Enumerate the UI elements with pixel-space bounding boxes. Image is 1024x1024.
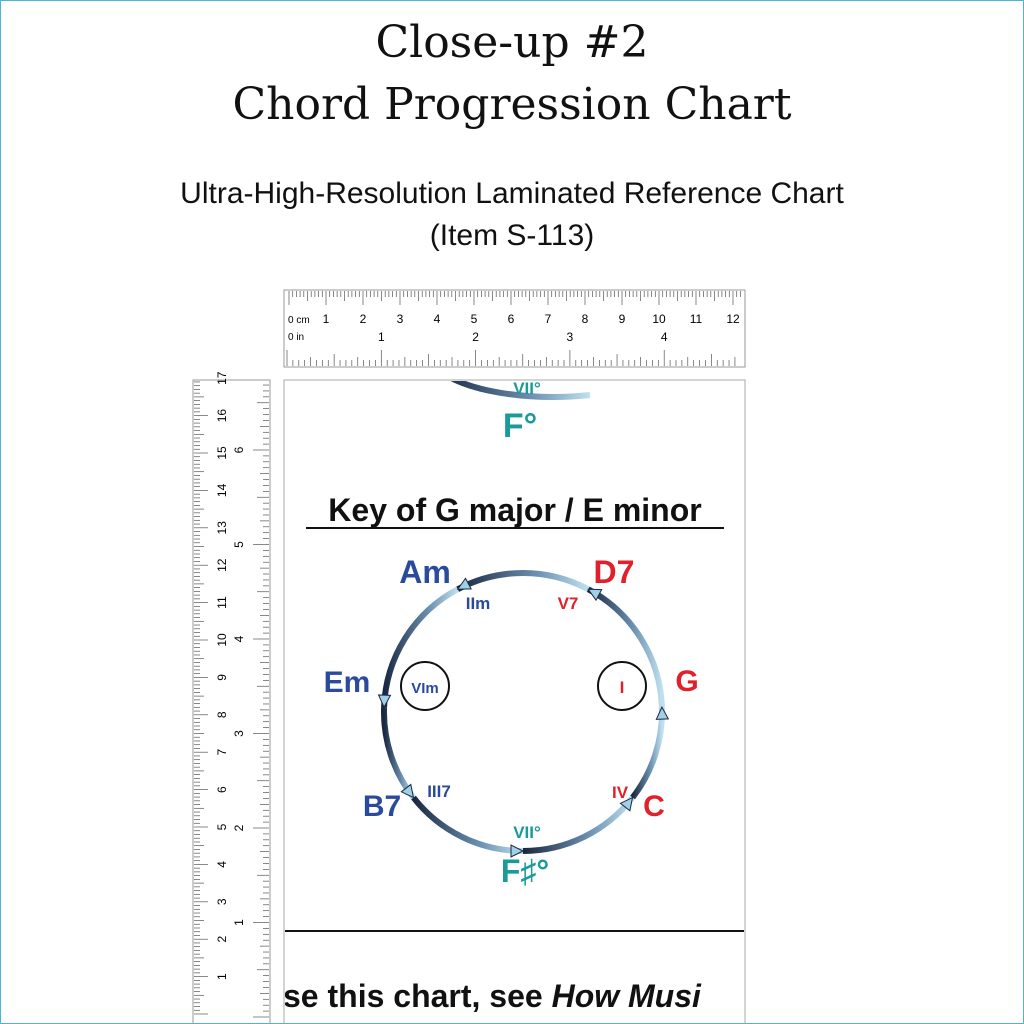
ruler-cm-number: 4 xyxy=(215,861,229,868)
roman-numeral: III7 xyxy=(427,782,451,801)
ruler-in-number: 3 xyxy=(232,730,246,737)
ruler-cm-number: 6 xyxy=(508,312,515,326)
ruler-cm-number: 14 xyxy=(215,483,229,497)
chord-name: C xyxy=(643,790,665,823)
title-line-2: Chord Progression Chart xyxy=(232,79,792,130)
chord-name: G xyxy=(675,665,698,698)
ruler-cm-number: 10 xyxy=(652,312,666,326)
prev-numeral: VII° xyxy=(513,379,541,398)
roman-numeral: IIm xyxy=(466,594,491,613)
ruler-cm-number: 3 xyxy=(215,898,229,905)
ruler-cm-label: 0 cm xyxy=(288,315,310,326)
tonic-circle xyxy=(597,661,647,711)
key-heading: Key of G major / E minor xyxy=(328,492,701,528)
subtitle-line-1: Ultra-High-Resolution Laminated Referenc… xyxy=(180,177,844,210)
ruler-cm-number: 11 xyxy=(690,312,703,326)
progression-arrow xyxy=(411,795,524,854)
ruler-cm-number: 17 xyxy=(215,371,229,385)
progression-arrow xyxy=(522,795,635,854)
chord-name: Em xyxy=(324,666,371,699)
ruler-in-number: 4 xyxy=(232,635,246,642)
ruler-in-number: 1 xyxy=(232,919,246,926)
ruler-cm-number: 9 xyxy=(619,312,626,326)
arrow-head xyxy=(510,844,525,858)
roman-numeral: VIm xyxy=(411,680,439,697)
roman-numeral: V7 xyxy=(558,594,579,613)
ruler-cm-number: 13 xyxy=(215,521,229,535)
ruler-cm-number: 12 xyxy=(215,558,229,572)
roman-numeral: IV xyxy=(612,783,629,802)
ruler-cm-number: 4 xyxy=(434,312,441,326)
ruler-in-number: 2 xyxy=(232,824,246,831)
ruler-cm-number: 3 xyxy=(397,312,404,326)
ruler-cm-number: 2 xyxy=(215,936,229,943)
chord-name: Am xyxy=(399,554,451,590)
arrow-head xyxy=(456,577,472,590)
ruler-cm-number: 7 xyxy=(215,749,229,756)
ruler-in-number: 1 xyxy=(378,330,385,344)
ruler-cm-number: 10 xyxy=(215,633,229,647)
ruler-cm-number: 16 xyxy=(215,409,229,423)
arrow-head xyxy=(377,694,392,709)
ruler-cm-number: 8 xyxy=(582,312,589,326)
ruler-cm-number: 1 xyxy=(215,973,229,980)
chord-name: F♯° xyxy=(501,853,549,889)
ruler-in-number: 4 xyxy=(661,330,668,344)
ruler-in-number: 6 xyxy=(232,446,246,453)
ruler-cm-number: 6 xyxy=(215,786,229,793)
ruler-in-number: 5 xyxy=(232,541,246,548)
ruler-cm-number: 5 xyxy=(471,312,478,326)
chord-name: D7 xyxy=(594,554,635,590)
roman-numeral: VII° xyxy=(513,823,541,842)
arrow-head xyxy=(655,706,670,720)
prev-progression-arrow xyxy=(450,381,591,400)
ruler-cm-number: 11 xyxy=(215,596,229,609)
ruler-cm-number: 1 xyxy=(323,312,330,326)
chart-sheet xyxy=(283,379,746,1024)
progression-arrow xyxy=(456,570,590,592)
chord-name: B7 xyxy=(363,790,401,823)
ruler-cm-number: 2 xyxy=(360,312,367,326)
ruler-in-label: 0 in xyxy=(288,332,304,343)
ruler-cm-number: 15 xyxy=(215,446,229,460)
arrow-head xyxy=(400,783,415,799)
subtitle-line-2: (Item S-113) xyxy=(429,219,595,252)
ruler-cm-number: 5 xyxy=(215,823,229,830)
arrow-head xyxy=(619,796,634,812)
ruler-in-number: 2 xyxy=(472,330,479,344)
relative-minor-circle xyxy=(400,661,450,711)
roman-numeral: I xyxy=(620,678,625,697)
progression-arrow xyxy=(586,586,665,708)
footer-text: se this chart, see How Musi xyxy=(283,978,702,1014)
ruler-cm-number: 9 xyxy=(215,674,229,681)
ruler-cm-number: 8 xyxy=(215,711,229,718)
ruler-cm-number: 7 xyxy=(545,312,552,326)
arrow-head xyxy=(587,588,603,602)
ruler-in-number: 3 xyxy=(567,330,574,344)
progression-arrow xyxy=(381,586,460,708)
ruler-cm-number: 12 xyxy=(726,312,740,326)
prev-chord: F° xyxy=(503,407,537,445)
title-line-1: Close-up #2 xyxy=(375,17,649,68)
